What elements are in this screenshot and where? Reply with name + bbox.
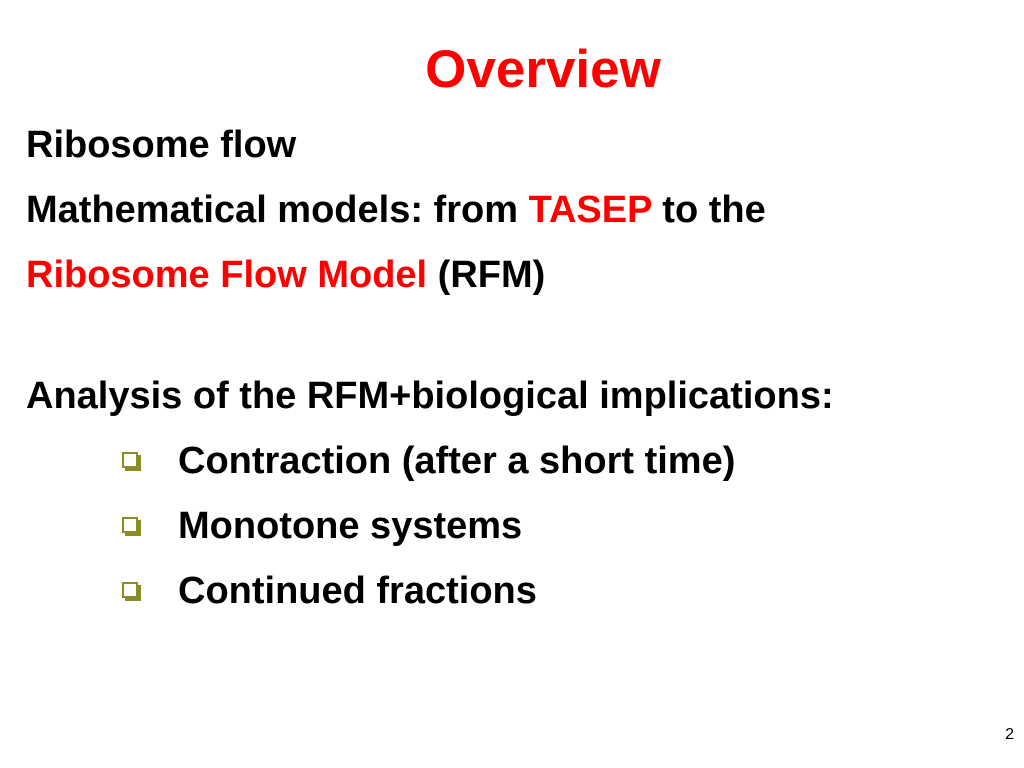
bullet-text: Monotone systems [178, 505, 523, 547]
checkbox-bullet-icon [122, 517, 138, 533]
line-ribosome-flow: Ribosome flow [26, 124, 297, 166]
checkbox-bullet-icon [122, 452, 138, 468]
line-analysis: Analysis of the RFM+biological implicati… [26, 375, 834, 417]
bullet-text: Contraction (after a short time) [178, 440, 736, 482]
slide-title: Overview [425, 40, 661, 99]
tasep-highlight: TASEP [528, 189, 652, 231]
bullet-text: Continued fractions [178, 570, 537, 612]
line-mathematical-models-text: Mathematical models: from [26, 189, 529, 231]
rfm-highlight: Ribosome Flow Model [26, 254, 428, 296]
page-number: 2 [1005, 726, 1014, 743]
checkbox-bullet-icon [122, 582, 138, 598]
rfm-abbrev: (RFM) [427, 254, 546, 296]
line-mathematical-models: Mathematical models: from TASEP to the [26, 187, 766, 233]
line-mathematical-models-suffix: to the [651, 189, 766, 231]
line-ribosome-flow-model: Ribosome Flow Model (RFM) [26, 252, 545, 298]
